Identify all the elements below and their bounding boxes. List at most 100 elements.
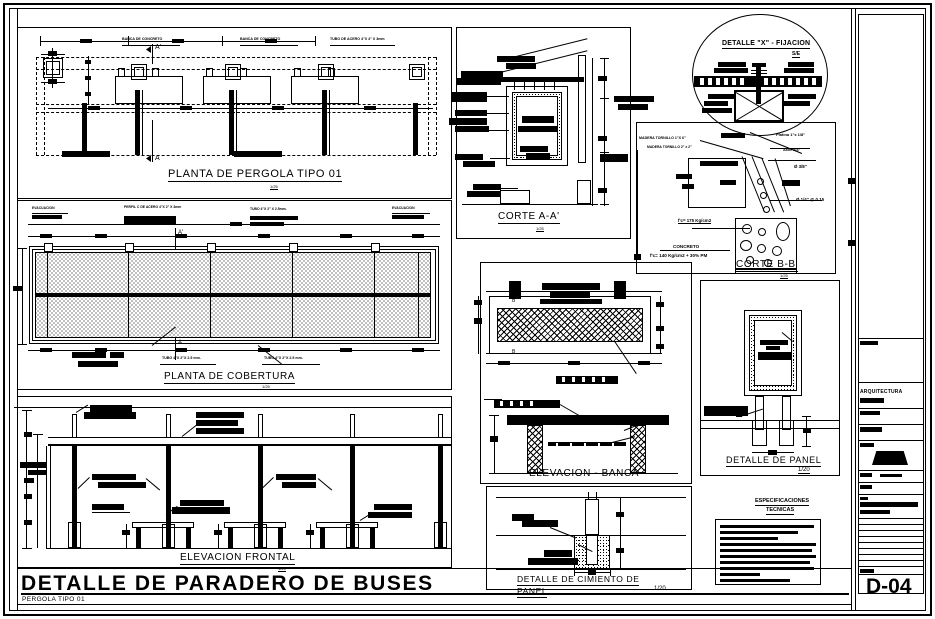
dimension-tick: [22, 548, 32, 549]
annotation-blob: [196, 412, 244, 418]
dimension-line: [48, 108, 433, 109]
annotation-blob: [455, 126, 489, 132]
view-title-detalle-cimiento: DETALLE DE CIMIENTO DE: [517, 574, 640, 586]
ground-line: [498, 473, 678, 474]
post-plan: [82, 103, 87, 155]
wood-fill: [700, 161, 738, 166]
label-tubo-bottom-2: TUBO 4"X 2"X 2.5 mm.: [264, 356, 303, 360]
roof-post: [166, 414, 171, 438]
label-concreto: CONCRETO: [673, 244, 700, 249]
column-connector: [289, 243, 298, 252]
annotation-blob: [600, 154, 628, 162]
revision-row: [858, 536, 924, 537]
bench-plan-hatch: [497, 308, 643, 342]
titleblock-text-blob: [860, 510, 890, 514]
column-footing: [162, 524, 175, 548]
specs-text-box: [715, 519, 821, 585]
label-madera-tornillo-1: MADERA TORNILLO 1"X 6": [639, 136, 686, 140]
revision-row: [858, 542, 924, 543]
post-outline: [329, 90, 330, 155]
plate-slot: [716, 78, 720, 85]
blob-slot: [562, 377, 565, 382]
annotation-blob: [702, 108, 732, 113]
dimension-line-v: [604, 58, 605, 206]
dimension-text-blob: [24, 478, 34, 483]
leader-line: [487, 130, 509, 131]
column-footing: [434, 522, 447, 548]
label-diametro-38: Ø 3/8": [794, 164, 807, 169]
main-column: [72, 446, 77, 548]
dimension-line-v: [494, 415, 495, 473]
dimension-text-blob: [490, 436, 498, 442]
rebar-gap: [612, 443, 614, 446]
column-symbol-inner: [321, 67, 331, 77]
leader-line: [484, 399, 502, 400]
dashed-edge: [36, 57, 436, 58]
dimension-line-v: [478, 296, 479, 354]
bolt-shank: [756, 66, 761, 104]
column-symbol: [409, 64, 425, 80]
dimension-text-blob: [122, 530, 130, 535]
label-evacuacion-right: EVACUACION: [392, 206, 415, 210]
dimension-tick: [364, 106, 376, 110]
column-footing: [346, 524, 359, 548]
annotation-blob: [92, 504, 124, 510]
bench-leg-elev-hatch: [527, 425, 543, 473]
column-symbol-inner: [46, 61, 60, 75]
label-underline-blob: [32, 215, 62, 219]
annotation-blob: [682, 184, 694, 189]
view-title-elevacion-frontal: ELEVACION FRONTAL: [180, 552, 296, 565]
blob-slot: [500, 401, 503, 406]
post-plan: [229, 90, 234, 155]
view-title-detalle-panel: DETALLE DE PANEL: [726, 455, 822, 467]
mullion: [514, 82, 515, 90]
annotation-blob: [704, 406, 748, 416]
annotation-blob: [520, 146, 548, 152]
column-symbol-inner: [412, 67, 422, 77]
dimension-text-blob: [848, 240, 856, 246]
label-banca-concreto-2: BANCA DE CONCRETO: [240, 37, 281, 41]
titleblock-text-blob: [860, 502, 918, 507]
bench-plan: [203, 76, 271, 104]
leader-line: [122, 45, 180, 46]
dimension-tick: [615, 569, 625, 570]
roof-post: [258, 414, 263, 438]
section-line: [152, 44, 153, 64]
dimension-tick: [88, 106, 100, 110]
viewport-corte-aa: [456, 27, 631, 239]
dimension-text-blob: [634, 254, 641, 260]
annotation-blob: [455, 154, 483, 160]
leader-line: [660, 250, 730, 251]
dimension-text-blob: [803, 428, 811, 433]
annotation-blob: [708, 94, 736, 99]
dashed-edge: [44, 57, 45, 155]
leader-line: [330, 45, 395, 46]
annotation-blob: [172, 507, 230, 514]
bench-seat-elev: [507, 415, 669, 425]
titleblock-sheet-number: D-04: [866, 575, 912, 598]
plate-slot: [700, 78, 704, 85]
dimension-line: [486, 291, 662, 292]
dimension-tick: [175, 234, 187, 238]
dimension-text-blob: [656, 326, 664, 331]
dimension-tick: [802, 446, 811, 447]
plate-slot: [780, 78, 784, 85]
leader-line: [770, 148, 810, 149]
viewport-detalle-cimiento: [486, 486, 692, 590]
annotation-blob: [528, 558, 578, 565]
annotation-blob: [461, 71, 503, 78]
blob-slot: [602, 377, 605, 382]
annotation-blob: [518, 126, 558, 132]
titleblock-text-blob: [860, 398, 884, 403]
dimension-tick: [340, 234, 352, 238]
annotation-blob: [451, 92, 487, 102]
axis-marker: [48, 79, 57, 84]
revision-row: [858, 548, 924, 549]
wall-line: [50, 446, 51, 548]
bench-support-plan: [614, 281, 626, 299]
leader-line: [490, 158, 510, 159]
panel-leg-footing: [779, 420, 794, 446]
titleblock-text-blob: [860, 341, 878, 345]
revision-row: [858, 554, 924, 555]
view-title-planta-pergola: PLANTA DE PERGOLA TIPO 01: [168, 168, 343, 182]
